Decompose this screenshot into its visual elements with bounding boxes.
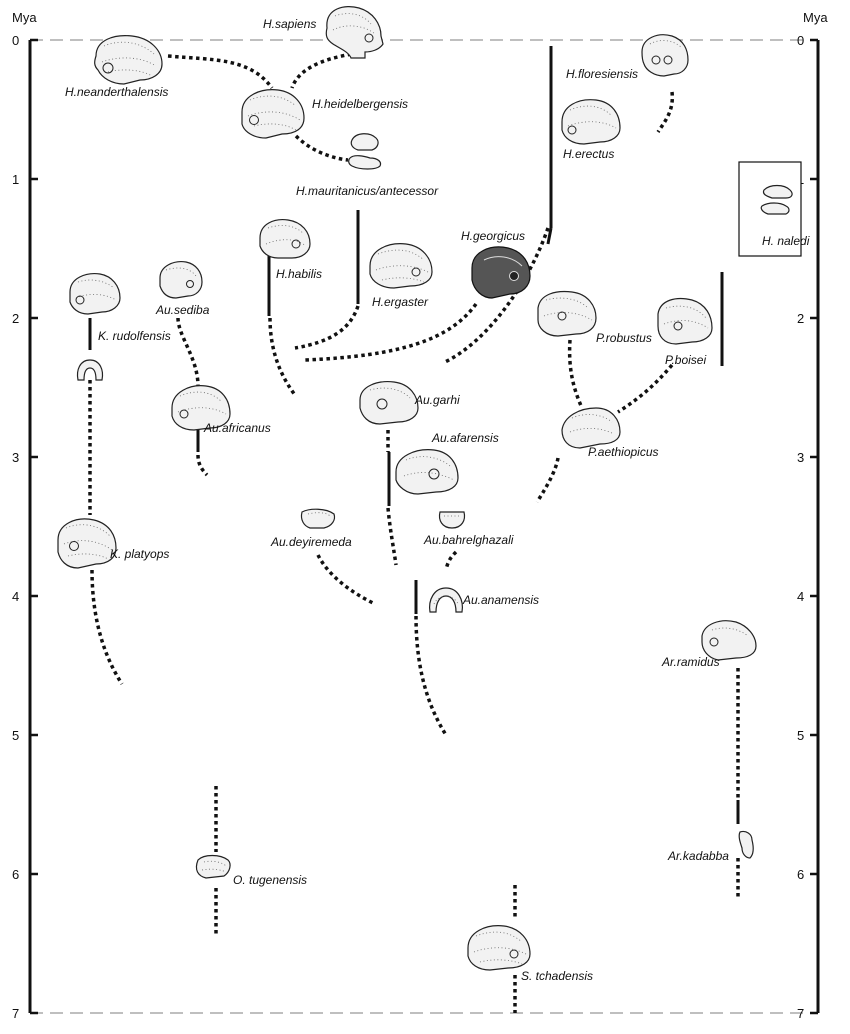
- label-o-tugenensis: O. tugenensis: [233, 873, 307, 887]
- taxon-labels: H.sapiens H.neanderthalensis H.heidelber…: [65, 17, 810, 983]
- right-time-axis: Mya 0 1 2 3 4 5 6 7: [797, 10, 828, 1021]
- label-h-mauritanicus: H.mauritanicus/antecessor: [296, 184, 439, 198]
- label-au-bahrelghazali: Au.bahrelghazali: [423, 533, 514, 547]
- o-tugenensis-fossil: [195, 854, 231, 879]
- connector-heidelbergensis-mauritanicus: [294, 134, 349, 162]
- k-platyops-skull: [57, 518, 117, 569]
- right-tick-label: 3: [797, 450, 804, 465]
- ar-kadabba-fossil: [738, 830, 754, 859]
- right-tick-label: 2: [797, 311, 804, 326]
- h-floresiensis-skull: [641, 34, 689, 77]
- right-tick-label: 7: [797, 1006, 804, 1021]
- left-tick-label: 1: [12, 172, 19, 187]
- au-sediba-skull: [159, 261, 203, 299]
- label-h-habilis: H.habilis: [276, 267, 322, 281]
- lineage-connectors: [88, 50, 740, 1013]
- label-au-afarensis: Au.afarensis: [431, 431, 499, 445]
- right-tick-label: 6: [797, 867, 804, 882]
- h-mauritanicus-fossil: [348, 133, 382, 170]
- h-sapiens-skull: [325, 6, 384, 59]
- connector-afarensis-anamensis: [386, 507, 398, 566]
- connector-floresiensis: [656, 91, 675, 133]
- au-deyiremeda-jaw: [300, 508, 336, 529]
- label-ar-ramidus: Ar.ramidus: [661, 655, 720, 669]
- connector-habilis-base: [268, 317, 297, 397]
- k-rudolfensis-skull: [69, 273, 121, 315]
- left-tick-label: 0: [12, 33, 19, 48]
- label-p-aethiopicus: P.aethiopicus: [588, 445, 659, 459]
- naledi-highlight-box: [738, 161, 802, 257]
- connector-neanderthalensis-heidelbergensis: [167, 54, 274, 90]
- left-tick-label: 4: [12, 589, 19, 604]
- label-h-ergaster: H.ergaster: [372, 295, 429, 309]
- right-axis-unit-label: Mya: [803, 10, 828, 25]
- range-bar-erectus-curve: [546, 227, 553, 245]
- connector-erectus-hub: [444, 227, 550, 364]
- label-h-sapiens: H.sapiens: [263, 17, 316, 31]
- label-h-floresiensis: H.floresiensis: [566, 67, 638, 81]
- connector-ergaster-hub: [294, 305, 360, 350]
- fossil-illustrations: [57, 6, 793, 971]
- label-k-rudolfensis: K. rudolfensis: [98, 329, 171, 343]
- left-axis-unit-label: Mya: [12, 10, 37, 25]
- connector-boisei-aethiopicus: [617, 363, 674, 414]
- au-anamensis-jaw: [429, 587, 463, 613]
- h-georgicus-skull: [471, 246, 531, 299]
- label-p-boisei: P.boisei: [665, 353, 706, 367]
- label-s-tchadensis: S. tchadensis: [521, 969, 593, 983]
- connector-georgicus-hub: [304, 302, 478, 362]
- p-aethiopicus-skull: [561, 407, 621, 449]
- p-boisei-skull: [657, 297, 713, 345]
- label-h-neanderthalensis: H.neanderthalensis: [65, 85, 168, 99]
- connector-aethiopicus-base: [535, 457, 560, 503]
- au-bahrelghazali-jaw: [438, 511, 466, 529]
- label-au-garhi: Au.garhi: [414, 393, 460, 407]
- h-naledi-fossil: [760, 184, 793, 215]
- connector-anamensis-base: [414, 615, 448, 736]
- label-au-africanus: Au.africanus: [203, 421, 271, 435]
- left-tick-label: 3: [12, 450, 19, 465]
- label-au-anamensis: Au.anamensis: [462, 593, 539, 607]
- connector-deyiremeda: [316, 554, 376, 606]
- right-axis-ticks: [810, 38, 818, 1015]
- left-tick-label: 6: [12, 867, 19, 882]
- k-rudolfensis-jaw: [76, 359, 104, 381]
- fossil-range-bars: [88, 46, 740, 824]
- label-h-heidelbergensis: H.heidelbergensis: [312, 97, 408, 111]
- au-garhi-skull: [359, 381, 419, 425]
- h-ergaster-skull: [369, 243, 433, 289]
- label-h-erectus: H.erectus: [563, 147, 614, 161]
- left-axis-ticks: [30, 38, 38, 1015]
- right-tick-label: 5: [797, 728, 804, 743]
- left-time-axis: Mya 0 1 2 3 4 5 6 7: [12, 10, 38, 1021]
- label-p-robustus: P.robustus: [596, 331, 652, 345]
- connector-platyops-base: [90, 569, 124, 685]
- connector-bahrelghazali: [444, 550, 458, 571]
- right-tick-label: 0: [797, 33, 804, 48]
- connector-sediba-africanus: [176, 317, 200, 387]
- h-neanderthalensis-skull: [94, 35, 163, 85]
- connector-africanus-base: [196, 454, 209, 477]
- h-heidelbergensis-skull: [241, 89, 305, 139]
- connector-robustus-aethiopicus: [567, 339, 584, 409]
- label-h-naledi: H. naledi: [762, 234, 810, 248]
- left-tick-label: 2: [12, 311, 19, 326]
- label-ar-kadabba: Ar.kadabba: [667, 849, 729, 863]
- h-habilis-skull: [259, 219, 311, 259]
- s-tchadensis-skull: [467, 925, 531, 971]
- p-robustus-skull: [537, 290, 597, 337]
- ar-ramidus-skull: [701, 620, 757, 661]
- label-k-platyops: K. platyops: [110, 547, 169, 561]
- right-tick-label: 4: [797, 589, 804, 604]
- label-h-georgicus: H.georgicus: [461, 229, 525, 243]
- h-erectus-skull: [561, 99, 621, 145]
- au-africanus-skull: [171, 385, 231, 431]
- label-au-sediba: Au.sediba: [155, 303, 210, 317]
- left-tick-label: 5: [12, 728, 19, 743]
- label-au-deyiremeda: Au.deyiremeda: [270, 535, 352, 549]
- left-tick-label: 7: [12, 1006, 19, 1021]
- au-afarensis-skull: [395, 449, 459, 495]
